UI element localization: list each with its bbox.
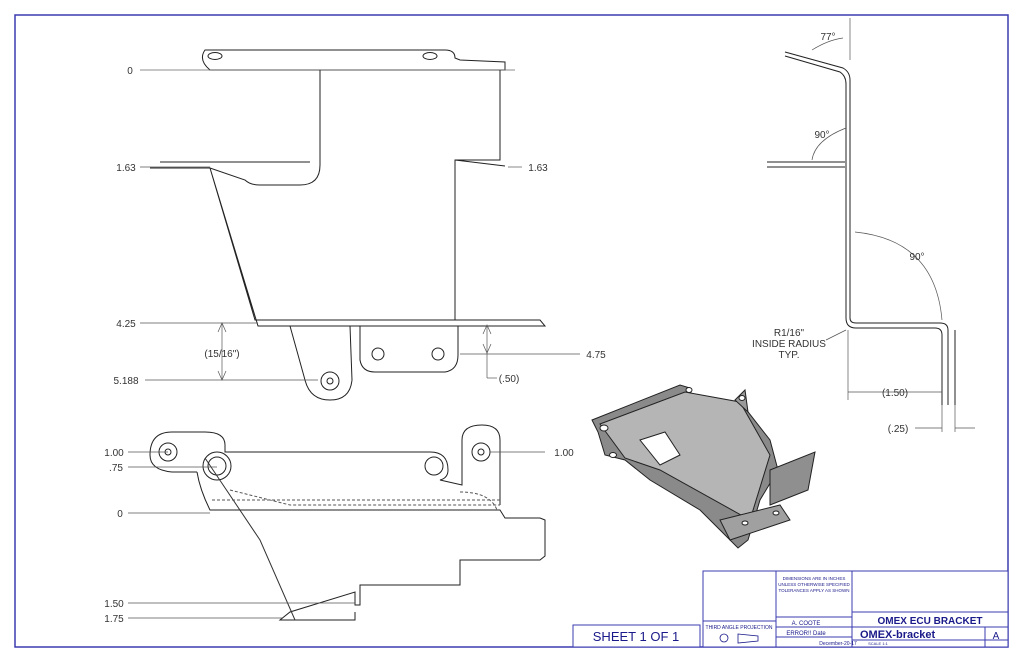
dim-bottom-1-50: 1.50 bbox=[104, 599, 124, 610]
sheet-label-box: SHEET 1 OF 1 bbox=[572, 624, 701, 648]
drawing-title: OMEX ECU BRACKET bbox=[877, 616, 982, 627]
dim-bottom-0: 0 bbox=[117, 509, 123, 520]
angle-90-lower: 90° bbox=[909, 252, 924, 263]
top-view-dimensions bbox=[140, 166, 580, 381]
sheet-border bbox=[14, 14, 1009, 648]
dim-top-ref-15-16: (15/16") bbox=[204, 349, 239, 360]
dim-bottom-75: .75 bbox=[109, 463, 123, 474]
note-radius: R1/16" bbox=[774, 328, 805, 339]
note-typ: TYP. bbox=[779, 350, 800, 361]
tolerance-note-3: TOLERANCES APPLY AS SHOWN bbox=[778, 588, 849, 593]
side-view bbox=[767, 18, 956, 405]
drawing-scale: SCALE 1:1 bbox=[868, 641, 889, 646]
dim-top-4-25: 4.25 bbox=[116, 319, 136, 330]
tolerance-note-2: UNLESS OTHERWISE SPECIFIED bbox=[778, 582, 850, 587]
dim-bottom-1-00: 1.00 bbox=[104, 448, 124, 459]
bottom-view-dimensions bbox=[128, 451, 545, 619]
dim-side-1-50: (1.50) bbox=[882, 388, 908, 399]
dim-top-right-1-63: 1.63 bbox=[528, 163, 548, 174]
top-view-labels: 0 1.63 4.25 5.188 (15/16") 1.63 4.75 (.5… bbox=[113, 66, 606, 387]
top-view bbox=[140, 49, 547, 401]
dim-top-ref-50: (.50) bbox=[499, 374, 520, 385]
dim-top-1-63: 1.63 bbox=[116, 163, 136, 174]
title-block-text: DIMENSIONS ARE IN INCHES UNLESS OTHERWIS… bbox=[706, 576, 1000, 647]
angle-77: 77° bbox=[820, 32, 835, 43]
drawing-number: OMEX-bracket bbox=[860, 629, 936, 641]
dim-top-5-188: 5.188 bbox=[113, 376, 138, 387]
title-block bbox=[702, 570, 1009, 648]
dim-bottom-1-75: 1.75 bbox=[104, 614, 124, 625]
drawing-date: December-20-17 bbox=[819, 641, 857, 647]
bottom-view bbox=[149, 424, 546, 621]
tolerance-note-1: DIMENSIONS ARE IN INCHES bbox=[783, 576, 846, 581]
dim-top-0: 0 bbox=[127, 66, 133, 77]
drawn-by: A. COOTE bbox=[792, 621, 821, 627]
note-inside-radius: INSIDE RADIUS bbox=[752, 339, 826, 350]
projection-cone-icon bbox=[737, 633, 759, 644]
projection-label: THIRD ANGLE PROJECTION bbox=[706, 625, 773, 631]
bottom-view-labels: 1.00 .75 0 1.50 1.75 1.00 bbox=[104, 448, 574, 625]
isometric-view bbox=[591, 384, 816, 549]
side-view-labels: 77° 90° 90° R1/16" INSIDE RADIUS TYP. (1… bbox=[752, 32, 925, 435]
dim-bottom-right-1-00: 1.00 bbox=[554, 448, 574, 459]
projection-symbol-icon bbox=[719, 633, 729, 643]
finish-note: ERROR!! Date bbox=[786, 631, 826, 637]
dim-side-25: (.25) bbox=[888, 424, 909, 435]
sheet-label: SHEET 1 OF 1 bbox=[593, 629, 679, 644]
revision: A bbox=[993, 631, 1000, 642]
angle-90-upper: 90° bbox=[814, 130, 829, 141]
side-view-dimensions bbox=[811, 37, 975, 432]
dim-top-right-4-75: 4.75 bbox=[586, 350, 606, 361]
